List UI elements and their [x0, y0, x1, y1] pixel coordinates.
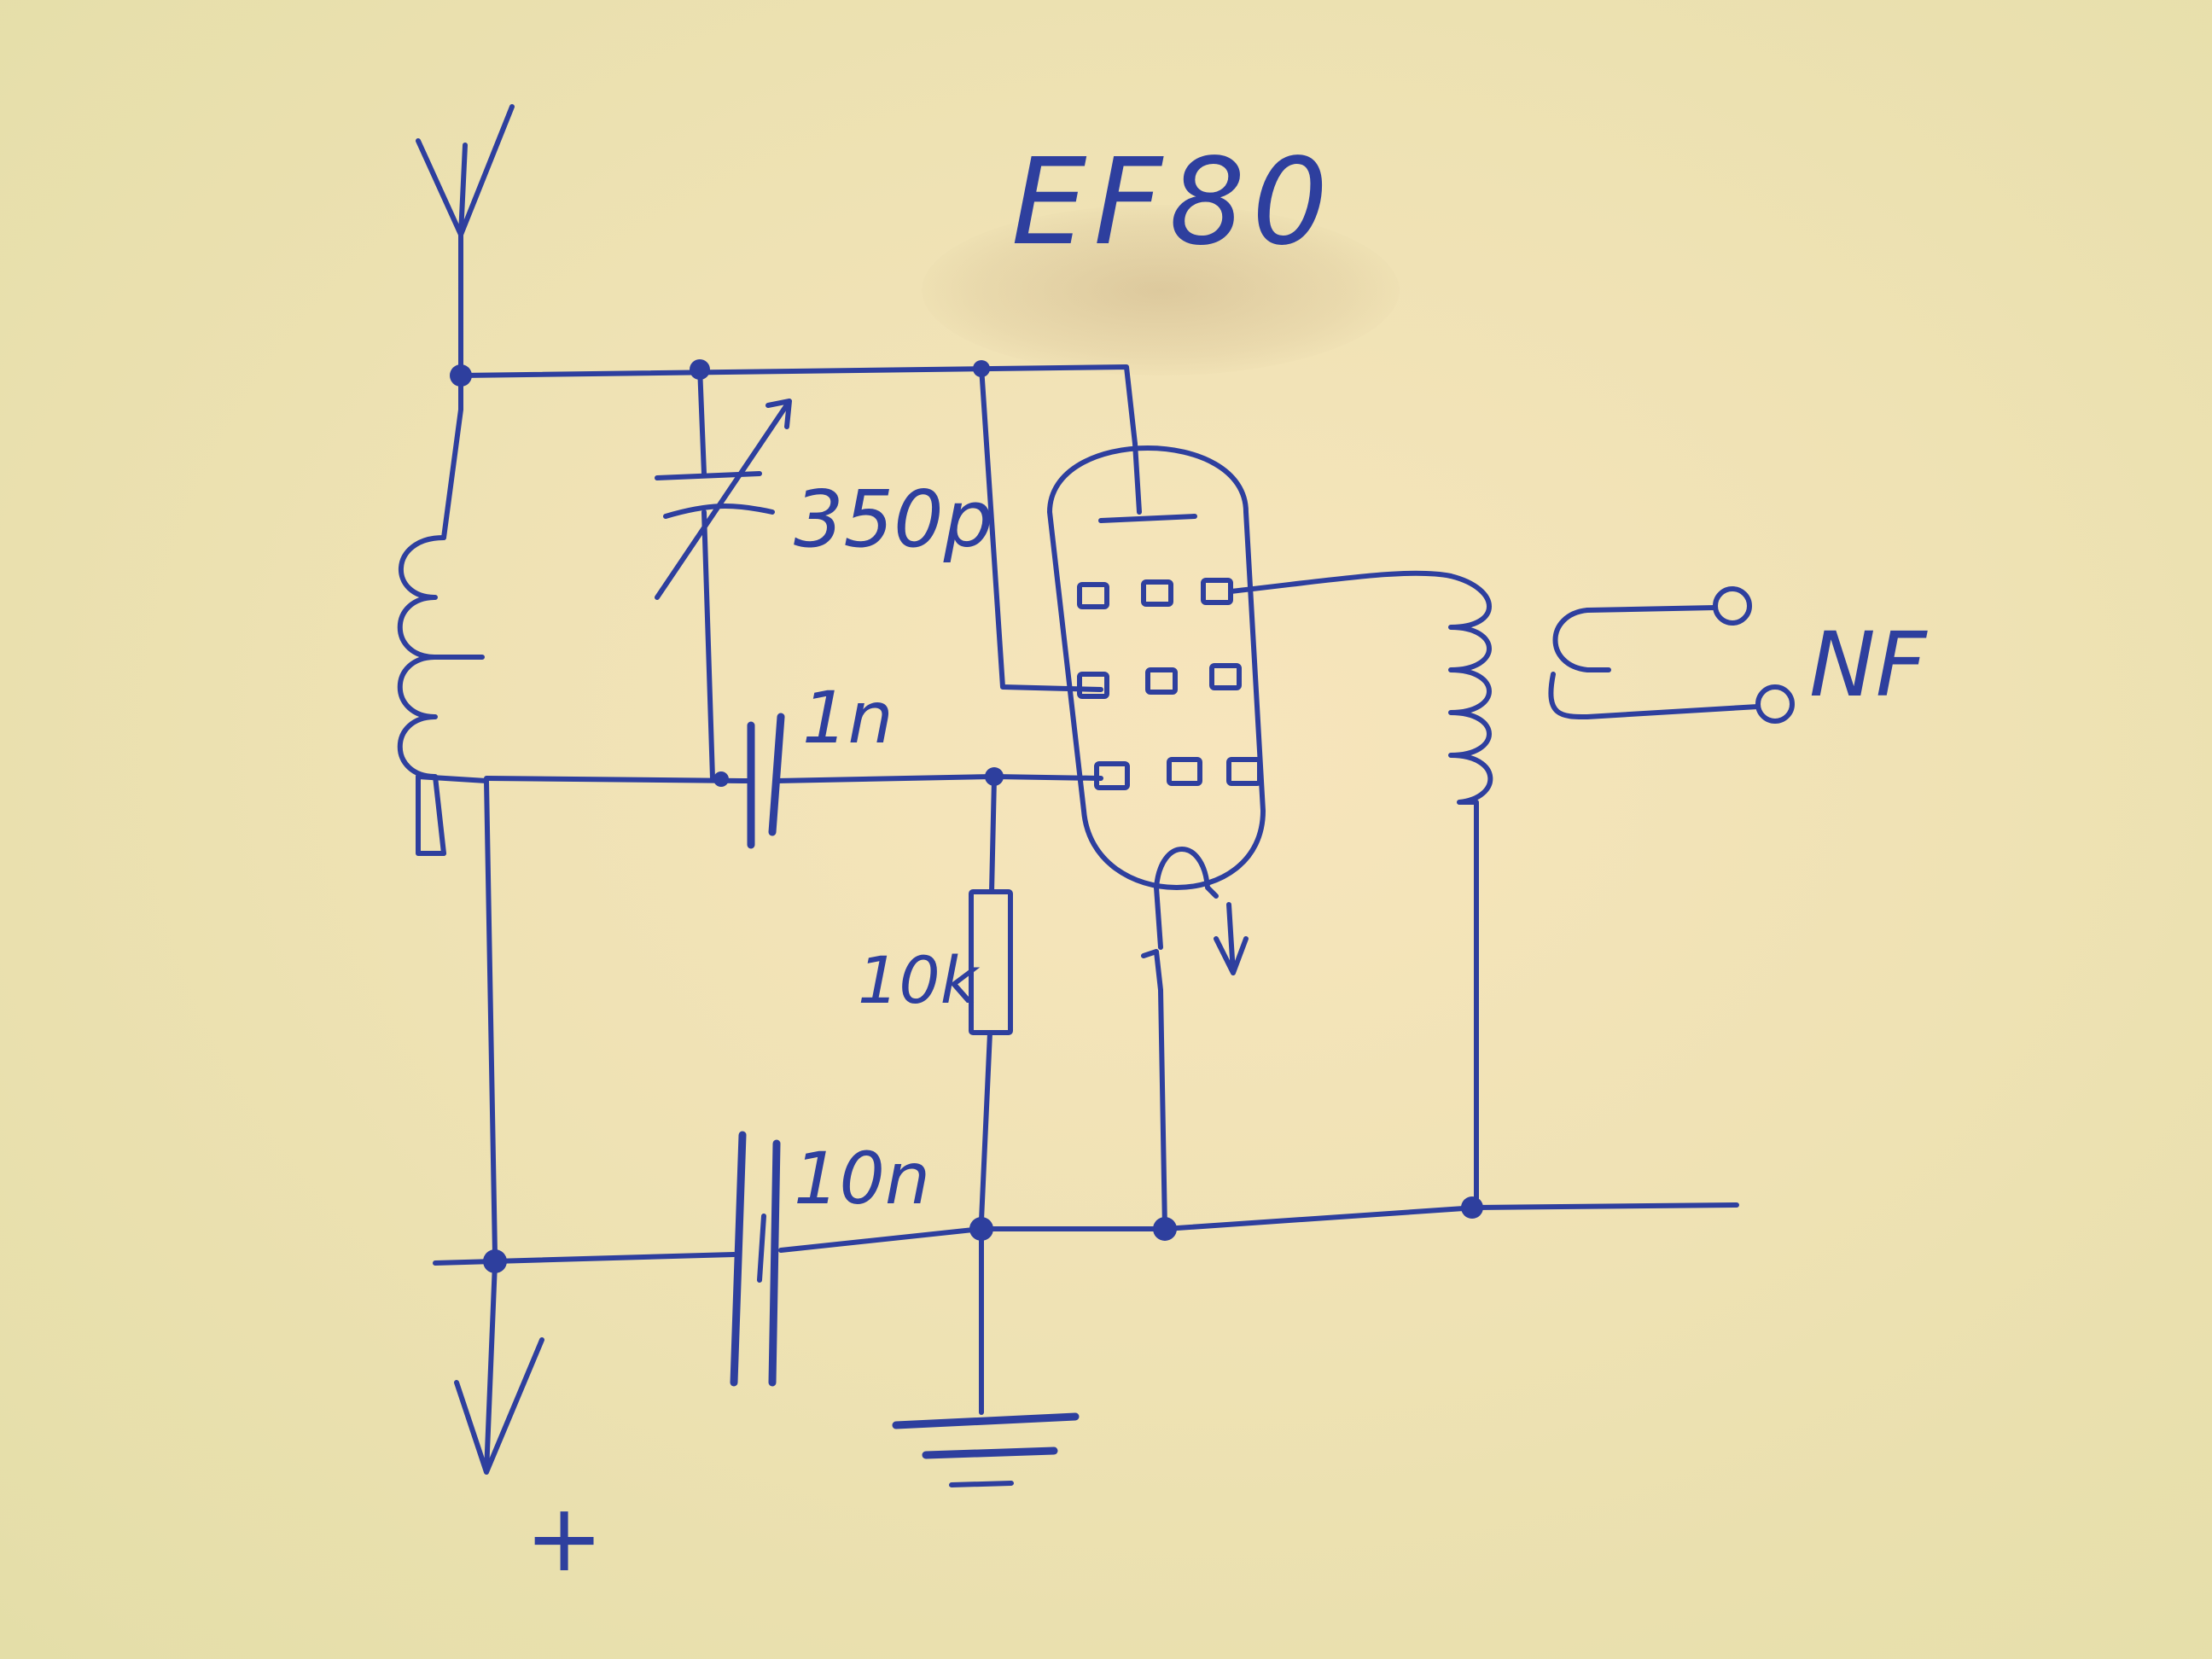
supply-rail-wire: [433, 1202, 1739, 1266]
antenna-coil: [397, 373, 485, 856]
ground-symbol: [892, 1226, 1080, 1487]
ef80-tube: [1047, 441, 1266, 1231]
junction-dots: [450, 359, 1483, 1273]
coupling-capacitor: [484, 713, 1103, 849]
antenna-symbol: [416, 104, 515, 378]
grid-wire: [979, 364, 1103, 692]
top-rail-wire: [458, 364, 1138, 446]
tube-type-label: EF80: [1011, 133, 1335, 272]
resistor-label: 10k: [858, 942, 981, 1018]
variable-capacitor: [655, 364, 792, 781]
output-label: NF: [1809, 613, 1929, 717]
supply-capacitor: [730, 1131, 781, 1387]
variable-capacitor-label: 350p: [794, 474, 993, 565]
paper-stain: [922, 205, 1400, 375]
supply-arrow: [454, 1260, 544, 1475]
output-coil: [1448, 573, 1493, 1206]
plate-output-wire: [1228, 570, 1453, 594]
supply-capacitor-label: 10n: [794, 1137, 930, 1220]
supply-polarity-label: +: [525, 1483, 603, 1592]
grid-resistor: [969, 776, 1013, 1223]
left-vertical-wire: [416, 774, 498, 1257]
nf-output-connector: [1548, 586, 1795, 724]
coupling-capacitor-label: 1n: [802, 676, 894, 760]
